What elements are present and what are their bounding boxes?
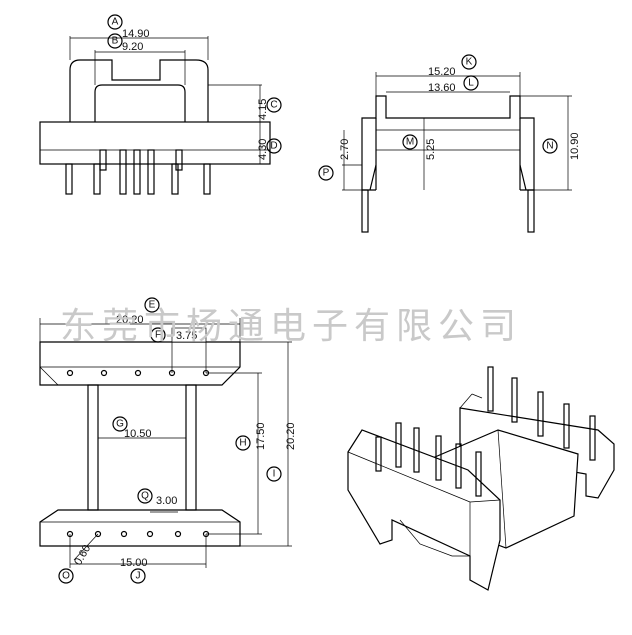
dim-i-value: 20.20 — [285, 422, 297, 450]
svg-text:E: E — [149, 300, 156, 311]
callout-c: C — [266, 97, 282, 113]
svg-text:D: D — [270, 141, 277, 152]
svg-text:O: O — [62, 571, 70, 582]
callouts: A B C D E F G H I J K L M N O P Q — [58, 14, 558, 584]
dim-e-value: 20.20 — [116, 314, 144, 326]
callout-a: A — [107, 14, 123, 30]
svg-text:H: H — [239, 438, 246, 449]
callout-i: I — [266, 466, 282, 482]
dim-m-value: 5.25 — [425, 139, 437, 160]
svg-text:I: I — [273, 469, 276, 480]
top-view: 20.20 3.75 10.50 17.50 20.20 3.00 15.00 … — [39, 314, 297, 569]
front-body-outer — [69, 59, 209, 122]
svg-text:J: J — [136, 571, 141, 582]
svg-text:Q: Q — [141, 491, 149, 502]
svg-text:A: A — [112, 17, 119, 28]
svg-text:L: L — [468, 78, 474, 89]
dim-p-value: 2.70 — [339, 139, 351, 160]
side-pin-left — [361, 189, 369, 233]
bobbin-left-wall — [87, 384, 99, 511]
dim-f-value: 3.75 — [176, 330, 197, 342]
callout-e: E — [144, 297, 160, 313]
callout-l: L — [463, 75, 479, 91]
svg-text:C: C — [270, 100, 277, 111]
callout-k: K — [461, 54, 477, 70]
callout-n: N — [542, 138, 558, 154]
dim-q-value: 3.00 — [156, 495, 177, 507]
dim-n-value: 10.90 — [569, 132, 581, 160]
company-watermark: 东莞市杨通电子有限公司 — [60, 306, 522, 347]
callout-g: G — [112, 416, 128, 432]
front-view: 14.90 9.20 4.15 4.30 — [39, 28, 271, 195]
callout-j: J — [130, 568, 146, 584]
front-body-inner — [94, 84, 186, 122]
dim-k-value: 15.20 — [428, 66, 456, 78]
svg-text:B: B — [112, 36, 119, 47]
callout-b: B — [107, 33, 123, 49]
dim-d-value: 4.30 — [257, 139, 269, 160]
side-pin-right — [527, 189, 535, 233]
bobbin-right-wall — [185, 384, 197, 511]
dim-j-value: 15.00 — [120, 557, 148, 569]
callout-h: H — [235, 435, 251, 451]
svg-text:K: K — [466, 57, 473, 68]
callout-p: P — [318, 165, 334, 181]
top-flange-upper — [39, 341, 241, 386]
dim-l-value: 13.60 — [428, 82, 456, 94]
svg-text:N: N — [546, 141, 553, 152]
svg-text:G: G — [116, 419, 124, 430]
callout-f: F — [150, 327, 166, 343]
dim-h-value: 17.50 — [255, 422, 267, 450]
svg-text:M: M — [406, 137, 414, 148]
isometric-view — [347, 366, 615, 591]
side-view: 15.20 13.60 5.25 10.90 2.70 — [339, 66, 581, 233]
svg-text:F: F — [155, 330, 161, 341]
callout-o: O — [58, 568, 74, 584]
dim-c-value: 4.15 — [257, 99, 269, 120]
callout-d: D — [266, 138, 282, 154]
front-flange — [39, 121, 271, 165]
dim-g-value: 10.50 — [124, 428, 152, 440]
front-pins — [65, 149, 211, 195]
callout-m: M — [402, 134, 418, 150]
callout-q: Q — [137, 488, 153, 504]
dim-a-value: 14.90 — [122, 28, 150, 40]
iso-pins-back — [487, 366, 596, 461]
side-body-outline — [361, 95, 535, 165]
svg-text:P: P — [323, 168, 330, 179]
dim-b-value: 9.20 — [122, 41, 143, 53]
iso-pins-front — [375, 422, 482, 497]
top-pin-holes — [66, 369, 210, 538]
